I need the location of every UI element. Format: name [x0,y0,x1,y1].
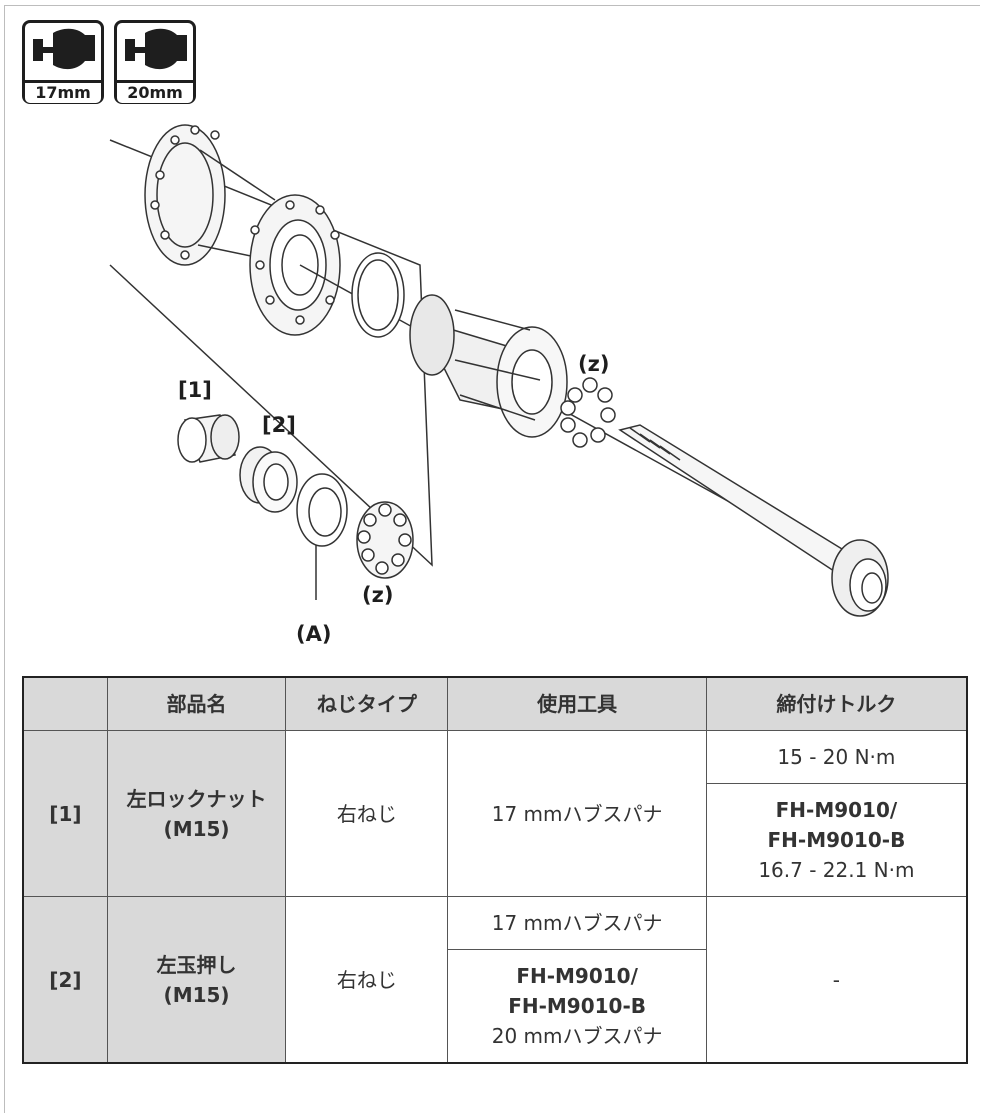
label-part-2: [2] [262,413,296,437]
row2-name: 左玉押し (M15) [106,896,287,1064]
hub-shell [144,124,341,336]
label-z-lower: (z) [362,583,394,607]
bearing-retainer-lower [356,501,414,579]
row2-name-line1: 左玉押し [156,952,237,977]
wrench-size-label: 20mm [117,80,193,103]
row1-torque-model2: FH-M9010-B [767,828,906,852]
header-tool: 使用工具 [447,676,707,731]
header-blank [22,676,108,731]
table-row: [1] 左ロックナット (M15) 右ねじ 17 mmハブスパナ 15 - 20… [22,730,968,897]
torque-spec-table: 部品名 ねじタイプ 使用工具 締付けトルク [1] 左ロックナット (M15) … [22,676,968,1064]
header-thread-type: ねじタイプ [285,676,449,731]
wrench-size-label: 17mm [25,80,101,103]
row1-name-line2: (M15) [163,816,230,841]
page-frame [4,5,980,1113]
header-torque: 締付けトルク [705,676,968,731]
row1-torque-b: FH-M9010/ FH-M9010-B 16.7 - 22.1 N·m [705,783,968,897]
row2-torque: - [705,896,968,1064]
table-row: [2] 左玉押し (M15) 右ねじ 17 mmハブスパナ - [22,896,968,1064]
row1-name-line1: 左ロックナット [126,786,267,811]
row1-tool: 17 mmハブスパナ [447,730,707,897]
locknut [177,414,240,463]
row1-name: 左ロックナット (M15) [106,730,287,897]
row1-torque-model1: FH-M9010/ [775,798,898,822]
label-a: (A) [296,622,332,646]
row2-tool-a: 17 mmハブスパナ [447,896,707,950]
row2-tool-model1: FH-M9010/ [516,964,638,988]
row2-thread: 右ねじ [285,896,449,1064]
wrench-17mm-icon: 17mm [22,20,104,104]
row1-torque-a: 15 - 20 N·m [705,730,968,784]
table-row: FH-M9010/ FH-M9010-B 20 mmハブスパナ [23,949,967,1064]
row2-num: [2] [22,896,108,1064]
row2-name-line2: (M15) [163,982,230,1007]
header-part-name: 部品名 [106,676,287,731]
axle [618,424,889,617]
row1-torque-value: 16.7 - 22.1 N·m [758,858,915,882]
label-part-1: [1] [178,378,212,402]
row1-thread: 右ねじ [285,730,449,897]
row2-tool-b: FH-M9010/ FH-M9010-B 20 mmハブスパナ [447,949,707,1064]
wrench-20mm-icon: 20mm [114,20,196,104]
cone [239,446,298,513]
table-row: FH-M9010/ FH-M9010-B 16.7 - 22.1 N·m [23,783,968,897]
assembly-guide-line [109,139,433,567]
row2-tool-model2: FH-M9010-B [508,994,647,1018]
washer [351,252,405,338]
label-z-upper: (z) [578,352,610,376]
row1-num: [1] [22,730,108,897]
wrench-icon [125,28,187,70]
hub-exploded-diagram [109,124,889,617]
freehub-body [409,294,568,438]
bearing-balls-upper [560,377,616,448]
wrench-icon [33,28,95,70]
row2-tool-value: 20 mmハブスパナ [491,1024,663,1048]
table-header-row: 部品名 ねじタイプ 使用工具 締付けトルク [22,676,968,731]
